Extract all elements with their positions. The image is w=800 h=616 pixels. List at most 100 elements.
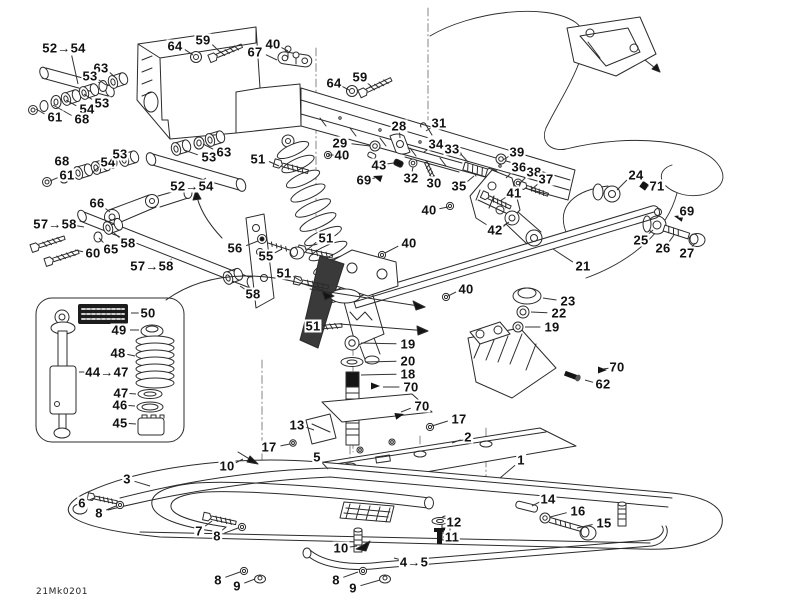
leader-line bbox=[35, 108, 45, 115]
leader-line bbox=[531, 183, 539, 190]
part-callout-41: 41 bbox=[505, 185, 523, 201]
part-callout-27: 27 bbox=[678, 245, 696, 261]
leader-line bbox=[128, 405, 136, 407]
part-callout-61: 61 bbox=[46, 109, 64, 125]
part-callout-55: 55 bbox=[257, 248, 275, 264]
bottom-fasteners bbox=[86, 492, 596, 583]
part-callout-24: 24 bbox=[627, 167, 645, 183]
leader-line bbox=[364, 360, 397, 363]
leader-line bbox=[106, 505, 117, 511]
part-callout-37: 37 bbox=[537, 171, 555, 187]
part-callout-8: 8 bbox=[212, 528, 222, 544]
ski-handle bbox=[152, 482, 434, 532]
part-callout-52-54: 52→54 bbox=[41, 40, 87, 56]
leader-line bbox=[549, 512, 567, 518]
part-callout-40: 40 bbox=[264, 36, 282, 52]
leader-line bbox=[281, 46, 289, 52]
leader-line bbox=[349, 545, 358, 548]
part-callout-31: 31 bbox=[430, 115, 448, 131]
part-callout-69: 69 bbox=[355, 172, 373, 188]
part-callout-21: 21 bbox=[574, 258, 592, 274]
part-callout-50: 50 bbox=[139, 305, 157, 321]
leader-line bbox=[400, 407, 411, 413]
part-callout-17: 17 bbox=[450, 411, 468, 427]
part-callout-62: 62 bbox=[594, 376, 612, 392]
leg-bolts bbox=[193, 158, 428, 335]
part-callout-9: 9 bbox=[348, 580, 358, 596]
leader-line bbox=[225, 571, 241, 578]
part-callout-32: 32 bbox=[402, 170, 420, 186]
leader-line bbox=[65, 99, 77, 107]
ski-leg-rear bbox=[468, 288, 608, 398]
part-callout-14: 14 bbox=[539, 491, 557, 507]
leader-line bbox=[451, 439, 461, 444]
arm-bracket bbox=[323, 150, 550, 302]
part-callout-1: 1 bbox=[516, 452, 526, 468]
part-callout-66: 66 bbox=[88, 195, 106, 211]
leader-line bbox=[351, 143, 371, 147]
part-callout-49: 49 bbox=[110, 322, 128, 338]
leader-line bbox=[552, 248, 574, 263]
part-callout-56: 56 bbox=[226, 240, 244, 256]
part-callout-12: 12 bbox=[445, 514, 463, 530]
part-callout-16: 16 bbox=[569, 503, 587, 519]
part-callout-53: 53 bbox=[81, 68, 99, 84]
leader-line bbox=[576, 524, 593, 529]
leader-line bbox=[384, 245, 399, 254]
part-callout-8: 8 bbox=[94, 505, 104, 521]
part-callout-65: 65 bbox=[102, 241, 120, 257]
part-callout-58: 58 bbox=[244, 286, 262, 302]
part-callout-29: 29 bbox=[331, 135, 349, 151]
leader-line bbox=[530, 311, 548, 314]
part-callout-70: 70 bbox=[413, 398, 431, 414]
part-callout-8: 8 bbox=[331, 572, 341, 588]
cable-roller-set bbox=[593, 180, 705, 247]
part-callout-9: 9 bbox=[232, 578, 242, 594]
part-callout-3: 3 bbox=[122, 471, 132, 487]
part-callout-68: 68 bbox=[73, 111, 91, 127]
part-callout-6: 6 bbox=[77, 495, 87, 511]
leader-line bbox=[321, 462, 329, 470]
leader-line bbox=[113, 232, 121, 239]
part-callout-40: 40 bbox=[400, 235, 418, 251]
part-callout-46: 46 bbox=[111, 397, 129, 413]
part-callout-53: 53 bbox=[111, 146, 129, 162]
leader-line bbox=[360, 373, 397, 376]
part-callout-59: 59 bbox=[351, 69, 369, 85]
part-callout-15: 15 bbox=[595, 515, 613, 531]
part-callout-7: 7 bbox=[194, 523, 204, 539]
part-callout-11: 11 bbox=[443, 529, 461, 545]
part-callout-4-5: 4→5 bbox=[398, 554, 430, 570]
upper-bracket bbox=[567, 17, 660, 76]
part-callout-36: 36 bbox=[510, 159, 528, 175]
runner bbox=[238, 452, 667, 570]
part-callout-45: 45 bbox=[111, 415, 129, 431]
leader-line bbox=[98, 79, 107, 86]
part-callout-43: 43 bbox=[370, 157, 388, 173]
part-callout-59: 59 bbox=[194, 32, 212, 48]
leader-line bbox=[265, 54, 278, 61]
leader-line bbox=[211, 44, 221, 53]
leader-line bbox=[109, 72, 118, 80]
leader-line bbox=[343, 571, 359, 578]
part-callout-26: 26 bbox=[654, 240, 672, 256]
leader-line bbox=[52, 104, 72, 116]
part-callout-39: 39 bbox=[508, 144, 526, 160]
leader-line bbox=[668, 234, 675, 243]
part-callout-40: 40 bbox=[420, 202, 438, 218]
leader-line bbox=[202, 143, 214, 150]
part-callout-30: 30 bbox=[425, 175, 443, 191]
part-callout-61: 61 bbox=[58, 167, 76, 183]
part-callout-52-54: 52→54 bbox=[169, 178, 215, 194]
part-callout-68: 68 bbox=[53, 153, 71, 169]
part-callout-71: 71 bbox=[648, 178, 666, 194]
part-callout-48: 48 bbox=[109, 345, 127, 361]
leader-line bbox=[74, 249, 84, 253]
leader-line bbox=[245, 240, 259, 247]
leader-line bbox=[502, 221, 510, 227]
part-callout-22: 22 bbox=[550, 305, 568, 321]
leader-line bbox=[224, 527, 239, 534]
leader-line bbox=[584, 379, 594, 383]
